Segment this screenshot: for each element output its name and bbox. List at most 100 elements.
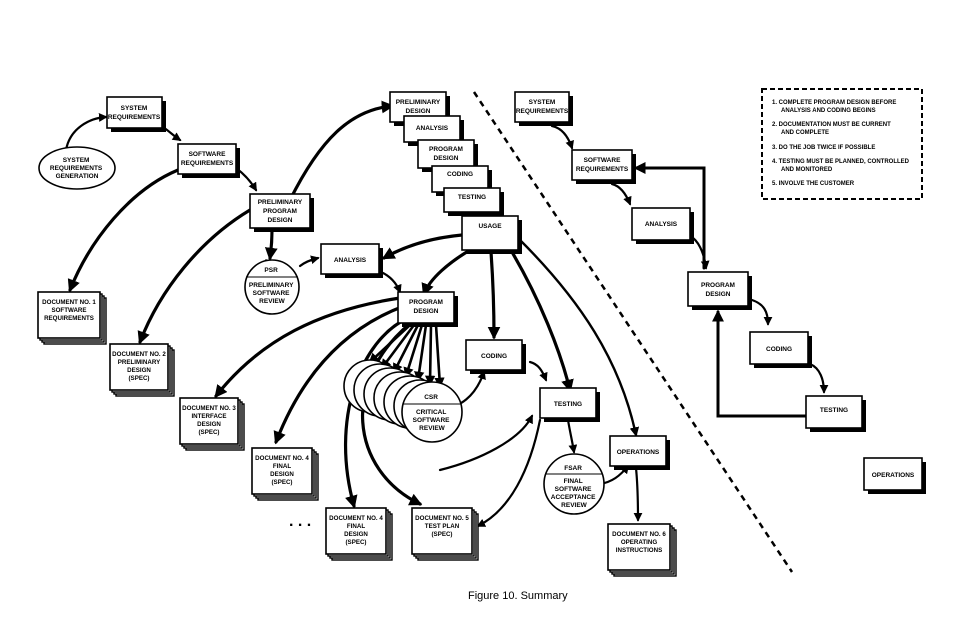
- stack-analysis-line1: ANALYSIS: [416, 125, 449, 132]
- svg-text:SYSTEM REQUIREMENTS: SYSTEM REQUIREMENTS GENERATION: [50, 157, 104, 180]
- left-analysis-line1: ANALYSIS: [334, 257, 367, 264]
- principle-1-line2: ANALYSIS AND CODING BEGINS: [781, 108, 876, 114]
- svg-text:FSAR FINAL SOFTWAR: FSAR FINAL SOFTWARE ACCEPTANCE REVIEW: [551, 465, 597, 509]
- psr-line4: REVIEW: [259, 298, 286, 305]
- right-progdesign-line2: DESIGN: [706, 291, 731, 298]
- right-coding-line1: CODING: [766, 346, 792, 353]
- left-program-design: PROGRAM DESIGN: [397, 291, 458, 327]
- left-progdesign-line2: DESIGN: [414, 308, 439, 315]
- svg-text:USAGE: USAGE: [478, 223, 502, 230]
- stack-testing: TESTING: [443, 187, 504, 216]
- document-doc2-line1: DOCUMENT NO. 2: [112, 351, 166, 358]
- document-doc6-line2: OPERATING: [621, 539, 658, 546]
- left-progdesign-line1: PROGRAM: [409, 299, 443, 306]
- document-doc5-line2: TEST PLAN: [425, 523, 460, 530]
- stack-testing-line1: TESTING: [458, 194, 486, 201]
- left-operations: OPERATIONS: [609, 435, 670, 470]
- document-doc5-line3: (SPEC): [432, 531, 453, 538]
- right-operations: OPERATIONS: [863, 457, 926, 494]
- document-doc3-line4: (SPEC): [199, 429, 220, 436]
- ppd-line3: DESIGN: [268, 217, 293, 224]
- left-sysreq-line2: REQUIREMENTS: [108, 114, 161, 121]
- srg-line2: REQUIREMENTS: [50, 165, 103, 172]
- svg-text:1. COMPLETE PROGRAM DESIGN BE: 1. COMPLETE PROGRAM DESIGN BEFORE ANALYS…: [772, 100, 911, 187]
- principle-2-line1: 2. DOCUMENTATION MUST BE CURRENT: [772, 122, 891, 128]
- svg-text:TESTING: TESTING: [554, 401, 582, 408]
- document-doc4a-line1: DOCUMENT NO. 4: [255, 455, 309, 462]
- psr-line1: PSR: [264, 267, 278, 274]
- left-coding: CODING: [465, 339, 526, 374]
- right-program-design: PROGRAM DESIGN: [687, 271, 752, 310]
- right-sysreq-line1: SYSTEM: [529, 99, 556, 106]
- principle-3-line1: 3. DO THE JOB TWICE IF POSSIBLE: [772, 145, 875, 151]
- document-doc5-line1: DOCUMENT NO. 5: [415, 515, 469, 522]
- left-testing-line1: TESTING: [554, 401, 582, 408]
- fsar-line3: SOFTWARE: [555, 486, 592, 493]
- left-swreq-line2: REQUIREMENTS: [181, 160, 234, 167]
- principle-2-line2: AND COMPLETE: [781, 130, 829, 136]
- document-doc4a-line4: (SPEC): [272, 479, 293, 486]
- stack-program-design-line2: DESIGN: [434, 155, 459, 162]
- design-review-fan: [368, 323, 445, 389]
- usage: USAGE: [461, 215, 522, 254]
- principle-1-line1: 1. COMPLETE PROGRAM DESIGN BEFORE: [772, 100, 896, 106]
- left-testing: TESTING: [539, 387, 600, 422]
- svg-text:ANALYSIS: ANALYSIS: [334, 257, 367, 264]
- fsar-line5: REVIEW: [561, 502, 588, 509]
- document-doc2-line3: DESIGN: [127, 367, 151, 374]
- svg-text:PSR PRELIMINARY SO: PSR PRELIMINARY SOFTWARE REVIEW: [249, 267, 295, 305]
- srg-line1: SYSTEM: [63, 157, 90, 164]
- preliminary-program-design: PRELIMINARY PROGRAM DESIGN: [249, 193, 314, 232]
- svg-text:OPERATIONS: OPERATIONS: [617, 449, 660, 456]
- figure-caption: Figure 10. Summary: [468, 590, 568, 602]
- document-doc4b-line3: DESIGN: [344, 531, 368, 538]
- ppd-line1: PRELIMINARY: [258, 199, 303, 206]
- ellipsis: . . .: [289, 513, 311, 530]
- document-doc4a-line3: DESIGN: [270, 471, 294, 478]
- flow-arrows-right: [550, 124, 829, 418]
- right-coding: CODING: [749, 331, 812, 368]
- stack-coding-line1: CODING: [447, 171, 473, 178]
- svg-text:ANALYSIS: ANALYSIS: [416, 125, 449, 132]
- svg-text:TESTING: TESTING: [820, 407, 848, 414]
- csr-line2: CRITICAL: [416, 409, 446, 416]
- document-doc4b-line2: FINAL: [347, 523, 365, 530]
- document-doc1-line1: DOCUMENT NO. 1: [42, 299, 96, 306]
- document-doc3-line3: DESIGN: [197, 421, 221, 428]
- right-operations-line1: OPERATIONS: [872, 472, 915, 479]
- stack-preliminary-design-line1: PRELIMINARY: [396, 99, 441, 106]
- svg-text:CODING: CODING: [766, 346, 792, 353]
- document-doc2-line4: (SPEC): [129, 375, 150, 382]
- svg-text:CODING: CODING: [447, 171, 473, 178]
- ppd-line2: PROGRAM: [263, 208, 297, 215]
- csr-review-stack: CSR CRITICAL SOFTWARE REVIEW: [343, 359, 463, 443]
- document-doc3-line1: DOCUMENT NO. 3: [182, 405, 236, 412]
- svg-text:CODING: CODING: [481, 353, 507, 360]
- document-doc4a-line2: FINAL: [273, 463, 291, 470]
- csr-line3: SOFTWARE: [413, 417, 450, 424]
- right-swreq-line2: REQUIREMENTS: [576, 166, 629, 173]
- right-progdesign-line1: PROGRAM: [701, 282, 735, 289]
- principle-4-line2: AND MONITORED: [781, 167, 833, 173]
- psr-line3: SOFTWARE: [253, 290, 290, 297]
- document-doc3-line2: INTERFACE: [191, 413, 226, 420]
- stack-preliminary-design-line2: DESIGN: [406, 108, 431, 115]
- document-doc1-line2: SOFTWARE: [51, 307, 86, 314]
- right-testing-line1: TESTING: [820, 407, 848, 414]
